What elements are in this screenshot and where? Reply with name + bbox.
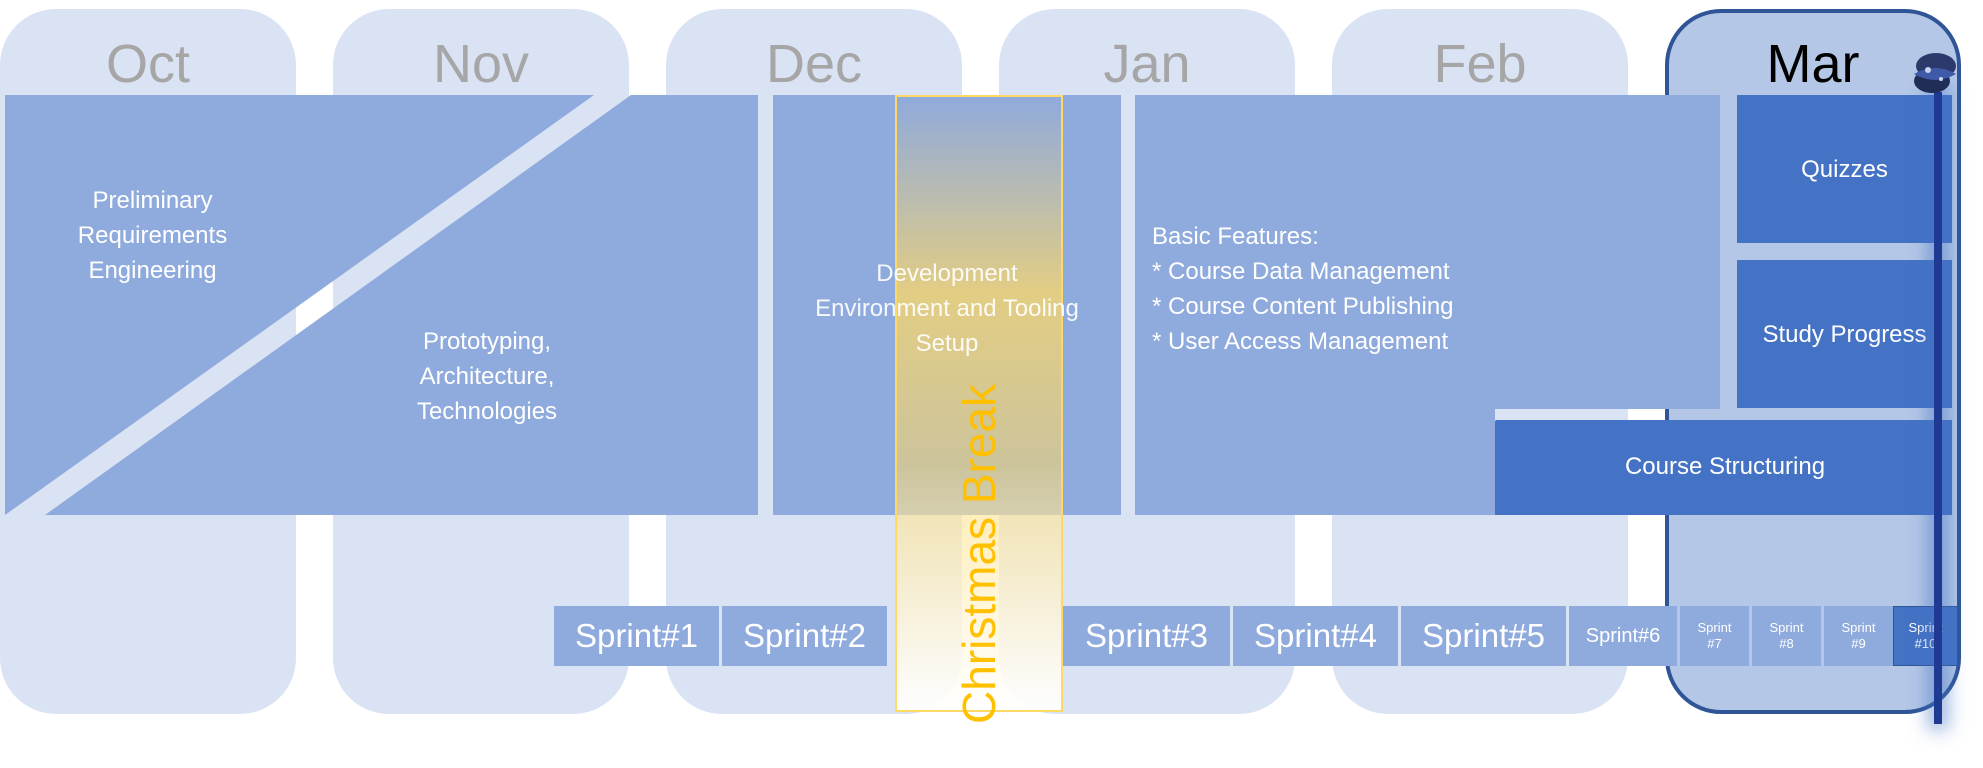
sprint-8: Sprint #8 — [1752, 606, 1821, 666]
today-line — [1934, 92, 1942, 724]
sprint-9: Sprint #9 — [1824, 606, 1893, 666]
phase-quizzes-box: Quizzes — [1737, 95, 1952, 243]
phase-preliminary-label: Preliminary Requirements Engineering — [77, 187, 228, 284]
phase-quizzes-label: Quizzes — [1801, 155, 1888, 183]
sprint-7: Sprint #7 — [1680, 606, 1749, 666]
month-label-mar: Mar — [1766, 34, 1860, 94]
christmas-break-label: Christmas Break — [953, 383, 1005, 724]
phase-course-structuring-label: Course Structuring — [1624, 453, 1826, 480]
christmas-break-band — [895, 95, 1063, 712]
month-label-dec: Dec — [765, 34, 863, 94]
sprint-1: Sprint#1 — [554, 606, 719, 666]
sprint-4: Sprint#4 — [1233, 606, 1398, 666]
sprint-6: Sprint#6 — [1569, 606, 1677, 666]
phase-prototyping-label: Prototyping, Architecture, Technologies — [416, 328, 558, 425]
phase-basic-features-label: Basic Features: * Course Data Management… — [1152, 223, 1454, 355]
month-label-nov: Nov — [432, 34, 530, 94]
today-marker-icon — [1914, 53, 1956, 93]
month-label-feb: Feb — [1433, 34, 1527, 94]
sprint-10: Sprint #10 — [1893, 606, 1958, 666]
sprint-2: Sprint#2 — [722, 606, 887, 666]
phase-study-progress-label: Study Progress — [1762, 320, 1927, 348]
christmas-break-label-wrap: Christmas Break — [895, 95, 1063, 724]
phase-study-progress-box: Study Progress — [1737, 260, 1952, 408]
phase-course-structuring-shape — [1420, 420, 1952, 515]
sprint-5: Sprint#5 — [1401, 606, 1566, 666]
sprint-3: Sprint#3 — [1063, 606, 1230, 666]
phase-basic-features-box — [1135, 95, 1720, 409]
month-label-oct: Oct — [105, 34, 190, 94]
phase-prototyping-shape — [45, 95, 758, 515]
phase-dev-setup-label: Development Environment and Tooling Setu… — [815, 260, 1079, 357]
phase-preliminary-shape — [5, 95, 594, 515]
month-label-jan: Jan — [1103, 34, 1191, 94]
